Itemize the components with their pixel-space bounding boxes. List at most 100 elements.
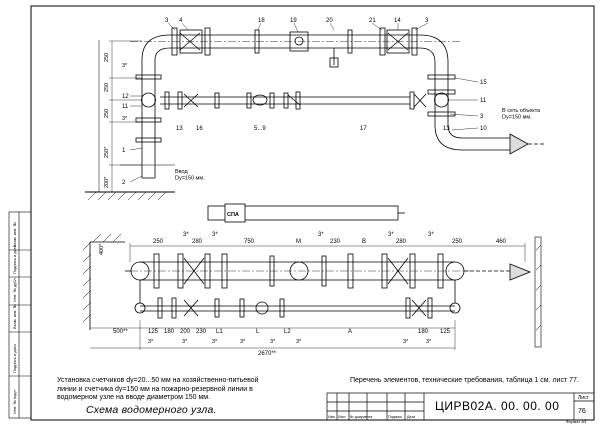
plan-bottom-dim-5: L1 [216,329,223,335]
plan-top-dims: 250 3* 280 3* 750 M 3* 230 B 3* 280 3* 2… [153,232,507,245]
margin-stamp-labels: Взам. инв. № Подпись и дата Инв. № дубл.… [12,222,17,414]
format-label: Формат А3 [566,419,587,424]
upper-dimensions: 250 3* 250 250 3* 250* 200* [104,53,128,188]
dim-250b: 250 [104,83,110,92]
plan-bottom-dims: 500** 125 180 200 230 L1 L L2 A 180 125 [113,329,451,335]
plan-star-7: 3* [426,339,432,345]
sheet-label: Лист [578,395,590,401]
plan-top-dim-8: B [362,239,366,245]
callout-11r: 11 [480,98,487,104]
stamp-label-2: Подпись и дата [12,244,17,274]
callout-15: 15 [480,80,487,86]
dim-250a: 250 [104,53,110,62]
callout-21: 21 [369,18,376,24]
plan-bottom-stars: 3* 3* 3* 3* 3* 3* 3* 3* [148,339,432,345]
stamp-label-5: Подпись и дата [12,343,17,373]
callout-13a: 13 [176,126,183,132]
plan-bottom-dim-4: 230 [196,329,207,335]
plan-bottom-dim-2: 180 [164,329,175,335]
col-doc: № документа [350,415,372,419]
callout-10: 10 [480,126,487,132]
reference-text: Перечень элементов, технические требован… [350,377,579,384]
stamp-label-1: Взам. инв. № [12,222,17,247]
plan-top-dim-lines [129,243,526,262]
plan-bottom-dim-9: 180 [418,329,429,335]
callout-20: 20 [326,18,333,24]
stamp-label-4: Взам. инв. № [12,304,17,329]
plan-bottom-dim-6: L [256,329,260,335]
dim-250c: 250 [104,109,110,118]
callout-3r: 3 [480,114,484,120]
margin-stamp [8,211,32,419]
plan-bottom-dim-lines [90,320,456,350]
col-izm: Изм [328,415,335,419]
callout-2: 2 [122,180,126,186]
plan-bottom-dim-3: 200 [180,329,191,335]
plan-star-2: 3* [212,339,218,345]
plan-star-6: 3* [403,339,409,345]
plan-bottom-dim-7: L2 [284,329,291,335]
plan-top-dim-13: 460 [496,239,507,245]
plan-top-dim-3: 3* [212,232,218,238]
plan-top-dim-7: 230 [330,239,341,245]
plan-star-1: 3* [182,339,188,345]
col-sign: Подпись [388,415,402,419]
dim-200: 200* [104,176,110,188]
installation-note: Установка счетчиков dy=20...50 мм на хоз… [57,377,259,402]
callout-4: 4 [179,18,183,24]
stamp-label-6: Инв. № подл. [12,389,17,414]
plan-view [89,203,542,348]
dim-250d: 250* [104,146,110,158]
plan-top-dim-9: 3* [388,232,394,238]
upper-dim-lines [109,40,142,192]
foundation-hatch [87,191,167,201]
plan-bottom-dim-10: 125 [440,329,451,335]
callout-5-9: 5...9 [254,126,266,132]
callout-12: 12 [122,94,129,100]
callout-3a: 3 [165,18,169,24]
dim-3star-a: 3* [122,63,128,69]
col-date: Дата [407,415,415,419]
plan-top-dim-6: 3* [318,232,324,238]
callout-13r: 13 [443,126,450,132]
leader-lines [129,22,479,183]
plan-top-dim-11: 3* [428,232,434,238]
title-block [326,392,595,421]
callout-14: 14 [394,18,401,24]
plan-star-4: 3* [270,339,276,345]
callout-1: 1 [122,148,126,154]
plan-bottom-dim-1: 125 [148,329,159,335]
plan-top-dim-10: 280 [396,239,407,245]
document-code: ЦИРВ02А. 00. 00. 00 [435,399,560,413]
upper-callouts: 3 4 18 19 20 21 14 3 15 11 3 10 12 11 13… [122,18,487,186]
plan-bottom-dim-8: A [348,329,352,335]
col-list: Лист [338,415,346,419]
plan-top-dim-4: 750 [244,239,255,245]
dim-400: 400* [99,243,105,255]
callout-3b: 3 [425,18,429,24]
plan-top-dim-5: M [296,239,301,245]
callout-19: 19 [290,18,297,24]
plan-star-3: 3* [240,339,246,345]
callout-17: 17 [360,126,367,132]
elevation-view [85,27,545,193]
plan-top-dim-1: 3* [183,232,189,238]
plan-star-0: 3* [148,339,154,345]
total-dim: 2670** [258,351,277,357]
drawing-frame [30,5,595,421]
plan-star-5: 3* [296,339,302,345]
plan-top-dim-12: 250 [452,239,463,245]
callout-16: 16 [196,126,203,132]
callout-11l: 11 [122,104,129,110]
title-block-columns: Изм Лист № документа Подпись Дата [328,415,415,419]
plan-top-dim-0: 250 [153,239,164,245]
callout-18: 18 [258,18,265,24]
drawing-title: Схема водомерного узла. [86,404,217,416]
sheet-number: 76 [578,408,586,415]
meter-label: СПА [227,212,239,218]
dim-3star-b: 3* [122,116,128,122]
